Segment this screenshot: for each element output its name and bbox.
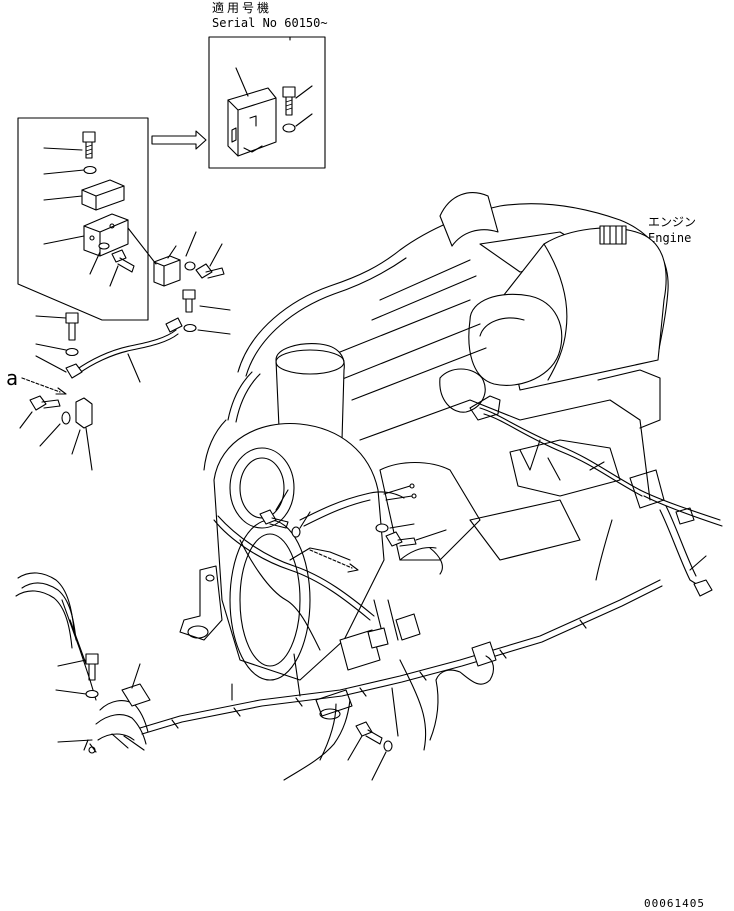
engine-assembly <box>179 192 669 720</box>
detail-washer-2 <box>98 242 110 250</box>
detail-bolt-2 <box>111 249 135 273</box>
detail-bolt <box>82 131 96 159</box>
inset-washer <box>282 123 296 133</box>
ref-a-leader-center <box>309 549 353 569</box>
serial-variant-inset <box>208 36 326 169</box>
upper-washer <box>183 323 197 333</box>
detail-washer <box>83 165 97 175</box>
detail-spacer-block <box>81 179 125 211</box>
right-bracket <box>629 469 665 509</box>
detail-bracket-plate <box>83 213 129 257</box>
engine-label-en: Engine <box>648 231 692 245</box>
serial-number-label: Serial No 60150~ <box>212 16 328 30</box>
engine-label-jp: エンジン <box>648 215 697 229</box>
upper-bolt <box>182 289 231 313</box>
left-lower-bolt <box>19 395 93 471</box>
bracket-detail-box <box>17 117 149 321</box>
left-harness-branch <box>21 312 183 395</box>
engine-mount-foot <box>179 565 223 641</box>
applicable-machine-label: 適用号機 <box>212 1 273 15</box>
clip-bolt <box>195 243 225 279</box>
center-bolt-2 <box>385 523 447 547</box>
mounted-clip <box>127 227 197 287</box>
main-wiring-harness <box>139 407 723 781</box>
center-washer <box>375 523 389 533</box>
ref-mark-a-left: a <box>6 366 19 390</box>
drawing-number: 00061405 <box>644 897 705 910</box>
clip-washer <box>184 261 196 271</box>
lower-left-harness-end <box>15 572 151 754</box>
connector-block-right <box>471 641 497 667</box>
cover-bracket-part <box>227 87 277 157</box>
reference-arrow <box>151 130 207 150</box>
turbo-housing <box>439 293 563 413</box>
connector-block-center <box>395 613 421 641</box>
lower-bolt <box>231 683 399 781</box>
center-bolt <box>259 489 311 538</box>
inset-bolt <box>282 86 296 116</box>
